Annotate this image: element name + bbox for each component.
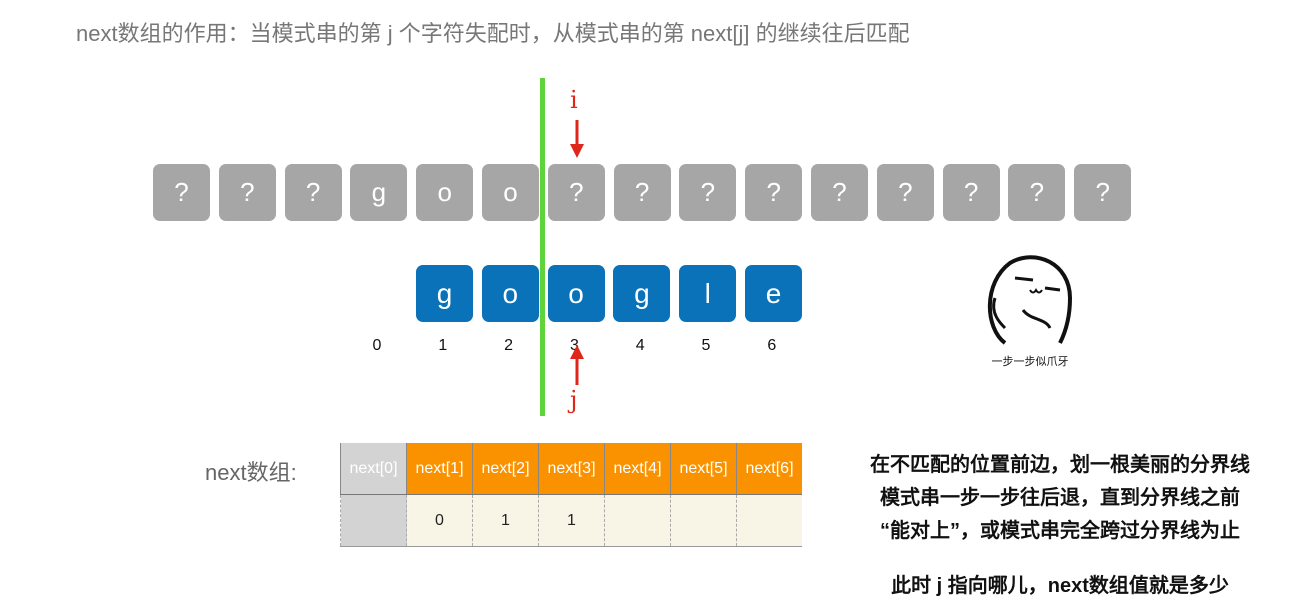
pointer-i-label: i: [570, 86, 578, 114]
table-value-cell: [670, 494, 737, 547]
table-value-cell: [340, 494, 407, 547]
text-char-box: o: [416, 164, 474, 221]
table-header-cell: next[4]: [604, 443, 671, 495]
index-label: 6: [767, 337, 777, 354]
table-value-cell: 1: [472, 494, 539, 547]
divider-line: [540, 78, 545, 416]
table-value-cell: [604, 494, 671, 547]
page-title: next数组的作用：当模式串的第 j 个字符失配时，从模式串的第 next[j]…: [76, 21, 910, 46]
note-line-4: 此时 j 指向哪儿，next数组值就是多少: [891, 575, 1229, 597]
meme-face-icon: [987, 255, 1073, 345]
table-value-cell: 0: [406, 494, 473, 547]
index-label: 3: [569, 337, 579, 354]
note-line-2: 模式串一步一步往后退，直到分界线之前: [880, 487, 1240, 509]
note-line-3: “能对上”，或模式串完全跨过分界线为止: [880, 520, 1240, 542]
table-value-cell: 1: [538, 494, 605, 547]
pattern-char-box: o: [481, 265, 539, 322]
table-header-cell: next[6]: [736, 443, 802, 495]
next-array-table: next[0]next[1]next[2]next[3]next[4]next[…: [340, 443, 802, 547]
text-char-box: ?: [679, 164, 737, 221]
text-char-box: ?: [1008, 164, 1066, 221]
pointer-j-label: j: [570, 386, 578, 414]
pattern-char-box: g: [613, 265, 671, 322]
text-char-box: ?: [745, 164, 803, 221]
index-label: 5: [701, 337, 711, 354]
pattern-char-box: e: [745, 265, 802, 322]
index-label: 4: [635, 337, 645, 354]
table-header-cell: next[1]: [406, 443, 473, 495]
text-char-box: ?: [1074, 164, 1132, 221]
text-char-box: ?: [811, 164, 868, 221]
table-value-cell: [736, 494, 802, 547]
table-header-cell: next[2]: [472, 443, 539, 495]
table-header-cell: next[5]: [670, 443, 737, 495]
text-char-box: g: [350, 164, 408, 221]
meme-image: 一步一步似爪牙: [975, 248, 1085, 368]
text-char-box: ?: [613, 164, 671, 221]
pattern-char-box: l: [679, 265, 737, 322]
meme-caption: 一步一步似爪牙: [991, 356, 1069, 368]
index-label: 1: [438, 337, 448, 354]
text-char-box: ?: [153, 164, 210, 221]
pattern-char-box: g: [416, 265, 473, 322]
text-char-box: ?: [284, 164, 342, 221]
text-char-box: ?: [876, 164, 934, 221]
text-char-box: ?: [942, 164, 1000, 221]
note-line-1: 在不匹配的位置前边，划一根美丽的分界线: [870, 454, 1250, 476]
down-arrow-icon: [570, 120, 584, 158]
text-char-box: ?: [218, 164, 276, 221]
text-char-box: o: [482, 164, 539, 221]
table-label: next数组:: [205, 460, 297, 485]
table-header-row: next[0]next[1]next[2]next[3]next[4]next[…: [340, 443, 802, 495]
index-label: 0: [372, 337, 382, 354]
pattern-char-box: o: [547, 265, 605, 322]
up-arrow-icon: [570, 345, 584, 385]
table-header-cell: next[0]: [340, 443, 407, 495]
table-header-cell: next[3]: [538, 443, 605, 495]
text-char-box: ?: [547, 164, 605, 221]
index-label: 2: [504, 337, 514, 354]
